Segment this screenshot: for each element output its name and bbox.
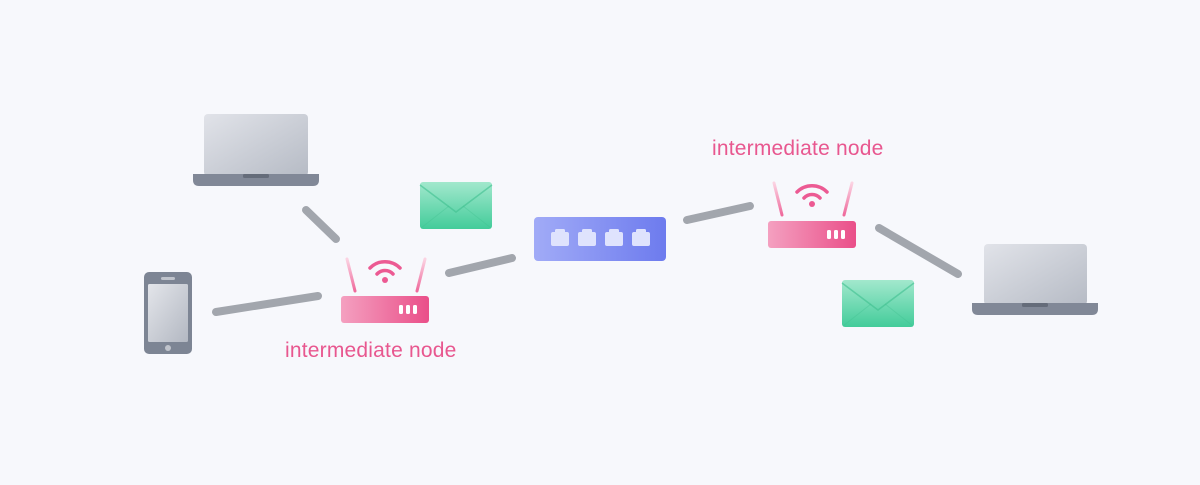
envelope-icon bbox=[841, 280, 915, 327]
link-laptop-left-router bbox=[302, 206, 340, 243]
laptop-icon bbox=[193, 114, 319, 186]
link-right-router-laptop bbox=[875, 224, 962, 278]
links bbox=[212, 202, 962, 316]
wifi-icon bbox=[368, 260, 402, 283]
switch-port bbox=[551, 229, 569, 246]
switch-port bbox=[605, 229, 623, 246]
switch-port bbox=[632, 229, 650, 246]
envelope-icon bbox=[419, 182, 493, 229]
switch-icon bbox=[534, 217, 666, 261]
router-icon bbox=[341, 257, 429, 323]
laptop-icon bbox=[972, 244, 1098, 315]
wifi-icon bbox=[795, 184, 829, 207]
left-router-label: intermediate node bbox=[285, 339, 457, 362]
link-phone-router bbox=[212, 292, 322, 316]
link-router-switch bbox=[445, 254, 516, 277]
phone-icon bbox=[144, 272, 192, 354]
link-switch-right-router bbox=[683, 202, 754, 224]
switch-port bbox=[578, 229, 596, 246]
router-icon bbox=[768, 181, 856, 248]
right-router-label: intermediate node bbox=[712, 137, 884, 160]
